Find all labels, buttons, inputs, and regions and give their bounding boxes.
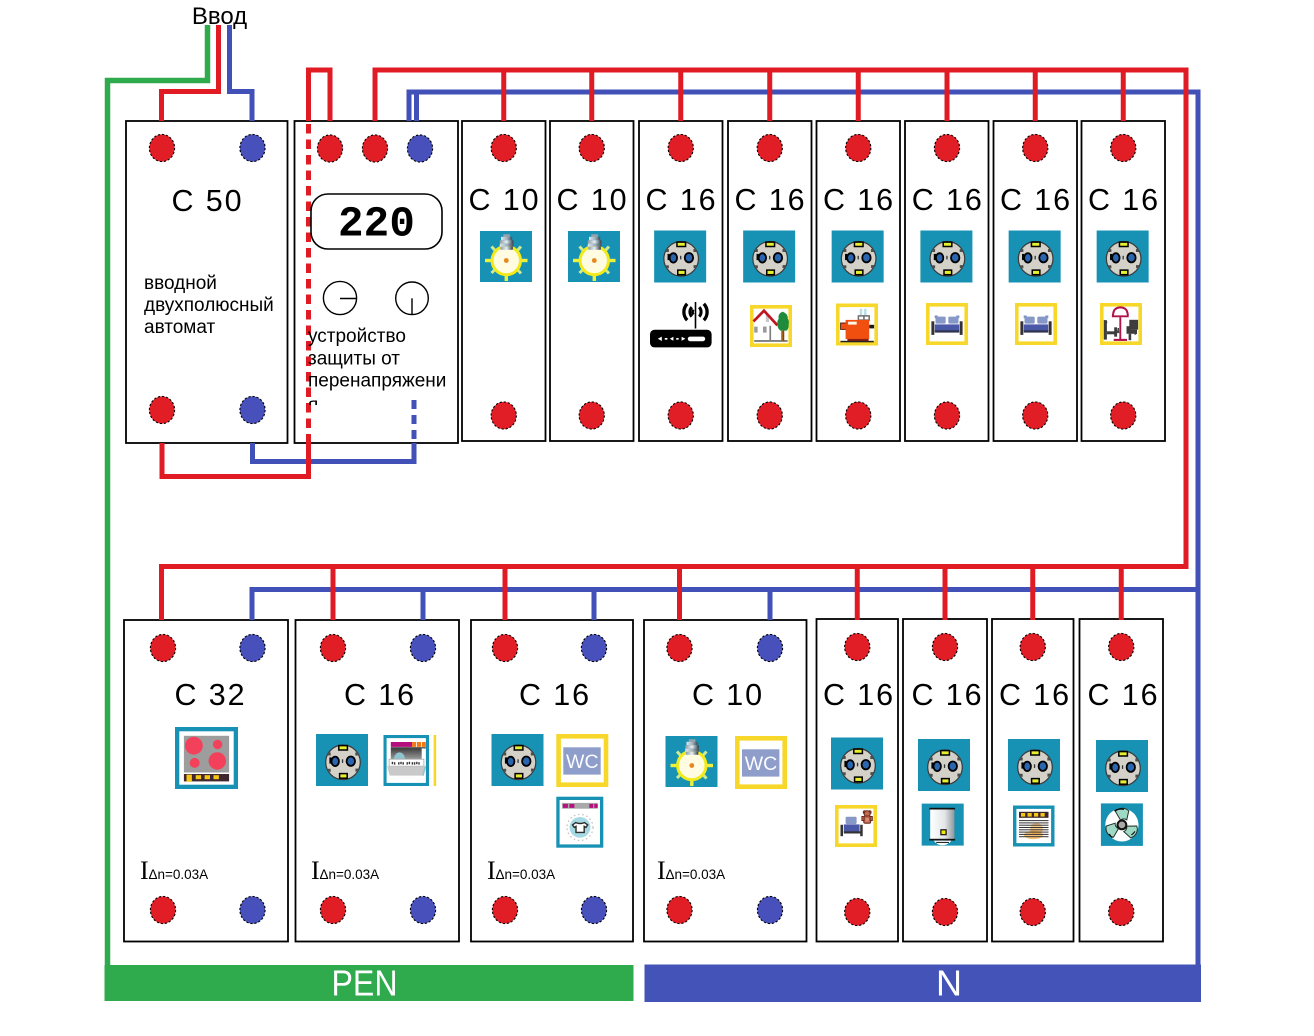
svg-text:я: я — [308, 395, 318, 416]
svg-text:I: I — [657, 856, 666, 885]
svg-text:Δn=0.03A: Δn=0.03A — [496, 867, 556, 882]
svg-text:C 16: C 16 — [823, 678, 895, 712]
svg-text:N: N — [936, 963, 962, 1004]
svg-text:I: I — [140, 856, 149, 885]
svg-text:C 10: C 10 — [556, 183, 628, 217]
svg-text:Δn=0.03A: Δn=0.03A — [320, 867, 380, 882]
svg-text:перенапряжени: перенапряжени — [308, 371, 446, 392]
svg-text:вводной: вводной — [144, 273, 217, 294]
svg-text:Δn=0.03A: Δn=0.03A — [149, 867, 209, 882]
svg-text:C 16: C 16 — [344, 678, 416, 712]
svg-text:C 16: C 16 — [645, 183, 717, 217]
svg-text:C 16: C 16 — [823, 183, 895, 217]
svg-text:C 10: C 10 — [468, 183, 540, 217]
svg-text:C 10: C 10 — [692, 678, 764, 712]
svg-text:C 16: C 16 — [1000, 183, 1072, 217]
svg-text:C 16: C 16 — [1087, 678, 1159, 712]
svg-text:I: I — [311, 856, 320, 885]
svg-text:C 16: C 16 — [911, 678, 983, 712]
svg-text:C 32: C 32 — [174, 678, 246, 712]
svg-text:защиты от: защиты от — [308, 349, 400, 370]
svg-text:двухполюсный: двухполюсный — [144, 295, 274, 316]
svg-text:220: 220 — [338, 201, 415, 249]
svg-text:I: I — [487, 856, 496, 885]
svg-text:автомат: автомат — [144, 317, 216, 338]
svg-text:Ввод: Ввод — [192, 3, 247, 30]
svg-text:C 16: C 16 — [734, 183, 806, 217]
svg-text:C 50: C 50 — [171, 184, 243, 218]
svg-text:устройство: устройство — [308, 326, 406, 347]
svg-text:C 16: C 16 — [1088, 183, 1160, 217]
svg-text:Δn=0.03A: Δn=0.03A — [666, 867, 726, 882]
svg-text:C 16: C 16 — [519, 678, 591, 712]
svg-text:PEN: PEN — [332, 963, 398, 1004]
svg-text:C 16: C 16 — [912, 183, 984, 217]
svg-text:C 16: C 16 — [999, 678, 1071, 712]
